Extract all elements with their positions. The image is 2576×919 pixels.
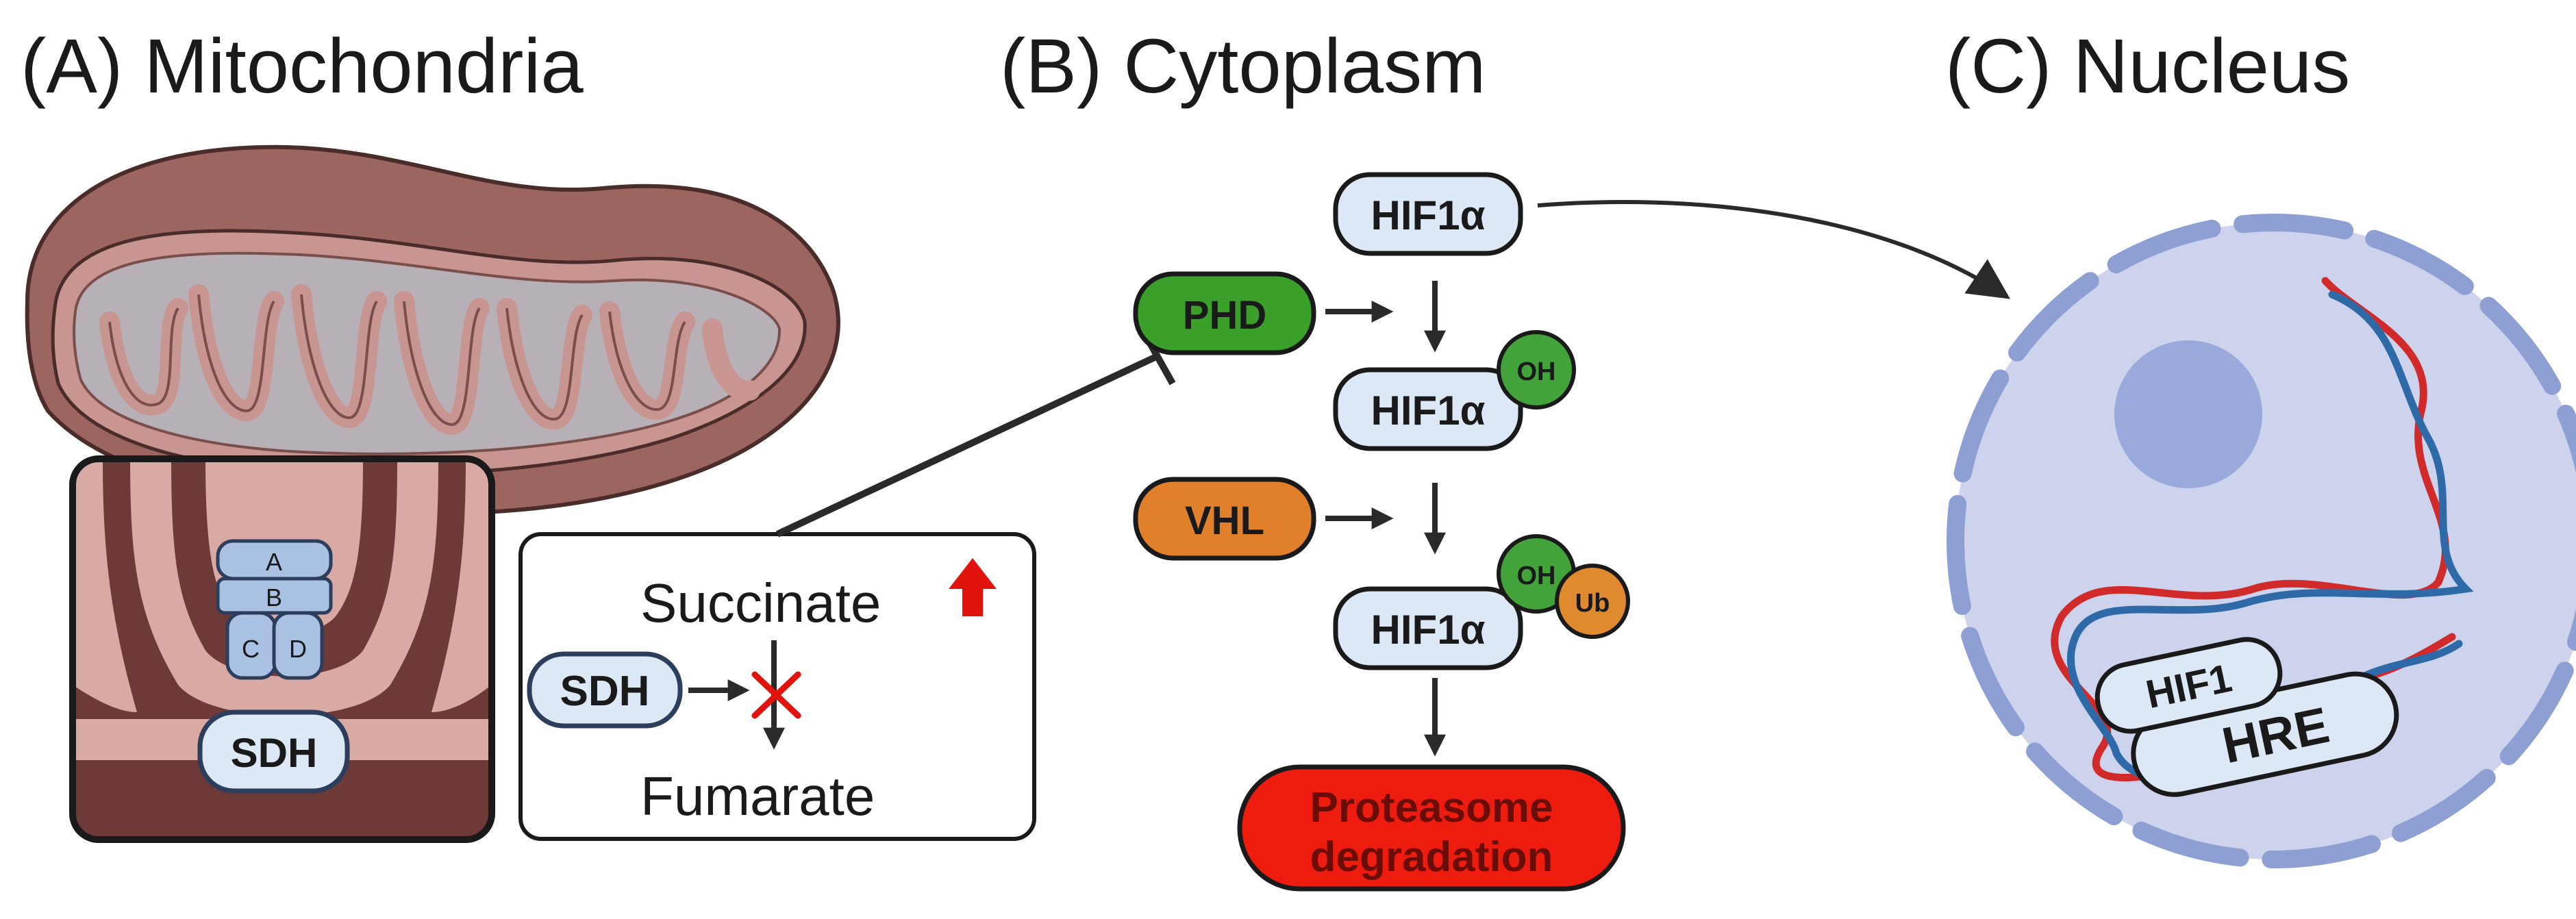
sdh-complex-box [197,709,350,794]
hif-pathway: HIF1α PHD HIF1α OH VHL HIF1α OH Ub Prote… [1133,172,1630,892]
subunit-b-shape [216,577,333,615]
vhl-box [1133,477,1316,561]
dna-double-helix [2051,277,2474,785]
sdh-enzyme-label: SDH [560,668,650,715]
hif1a-low-box [1333,586,1523,670]
panel-c-title: (C) Nucleus [1945,23,2350,109]
nuclear-translocation-arrow [1537,200,2010,299]
panel-a-title: (A) Mitochondria [21,23,584,109]
increase-up-arrow [949,558,997,616]
hif1a-mid-box [1333,367,1523,451]
fumarate-label: Fumarate [640,766,875,827]
subunit-b-label: B [266,583,282,612]
oh-label-2: OH [1517,562,1556,590]
hydroxyl-group-1 [1497,330,1576,410]
sdh-complex: A B C D SDH [197,539,350,794]
hif1-box [2094,637,2283,734]
sdh-complex-label: SDH [231,730,318,776]
blocked-x-icon [751,671,801,719]
ubiquitin-tag [1555,564,1630,639]
subunit-c-label: C [242,635,260,663]
subunit-d-shape [272,611,324,680]
panel-b-title: (B) Cytoplasm [1000,23,1486,109]
hif1a-top-label: HIF1α [1371,192,1486,238]
vhl-label: VHL [1185,499,1264,543]
degradation-line1: Proteasome [1310,784,1553,831]
hif1a-low-label: HIF1α [1371,607,1486,653]
nucleolus [2114,340,2262,488]
succinate-label: Succinate [640,572,881,633]
sdh-reaction-box: Succinate SDH Fumarate [518,532,1036,841]
mitochondrion-illustration [25,144,840,516]
nuclear-membrane [1947,214,2576,868]
subunit-d-label: D [289,635,307,663]
hif1a-mid-label: HIF1α [1371,388,1486,433]
hif1a-top-box [1333,172,1523,256]
inhibition-line [775,353,1160,538]
phd-label: PHD [1183,293,1266,338]
ub-label: Ub [1575,589,1610,618]
phd-box [1133,271,1316,355]
proteasome-degradation-box [1237,764,1626,892]
oh-label-1: OH [1517,357,1556,386]
nucleus-illustration: HRE HIF1 [1947,214,2576,868]
subunit-a-label: A [266,548,282,576]
sdh-enzyme-box [527,651,683,729]
degradation-line2: degradation [1310,833,1553,881]
